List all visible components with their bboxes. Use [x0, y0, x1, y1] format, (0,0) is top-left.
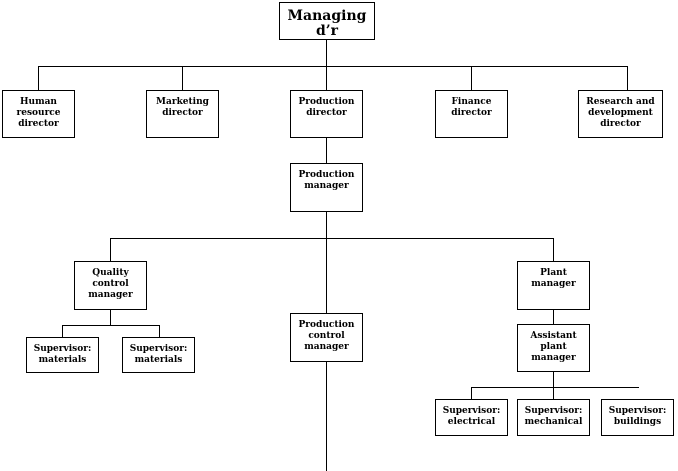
quality-control-manager-box: Quality control manager — [74, 261, 147, 310]
connector — [62, 325, 160, 326]
connector — [553, 310, 554, 324]
managing-director-box: Managing d’r — [279, 2, 375, 40]
research-development-director-box: Research and development director — [578, 90, 663, 138]
supervisor-materials-label: Supervisor: materials — [129, 344, 188, 365]
human-resource-director-box: Human resource director — [2, 90, 75, 138]
production-director-box: Production director — [290, 90, 363, 138]
connector — [38, 66, 628, 67]
supervisor-buildings-label: Supervisor: buildings — [608, 406, 667, 427]
production-manager-box: Production manager — [290, 163, 363, 212]
connector — [471, 387, 639, 388]
managing-director-label: Managing d’r — [287, 8, 367, 39]
supervisor-materials-box: Supervisor: materials — [122, 337, 195, 373]
finance-director-box: Finance director — [435, 90, 508, 138]
supervisor-mechanical-box: Supervisor: mechanical — [517, 399, 590, 436]
connector — [110, 238, 111, 261]
finance-director-label: Finance director — [451, 97, 492, 118]
connector — [471, 387, 472, 399]
supervisor-materials-label: Supervisor: materials — [33, 344, 92, 365]
supervisor-buildings-box: Supervisor: buildings — [601, 399, 674, 436]
connector — [471, 66, 472, 90]
supervisor-electrical-box: Supervisor: electrical — [435, 399, 508, 436]
marketing-director-label: Marketing director — [156, 97, 209, 118]
assistant-plant-manager-box: Assistant plant manager — [517, 324, 590, 372]
connector — [326, 138, 327, 163]
supervisor-mechanical-label: Supervisor: mechanical — [524, 406, 583, 427]
connector — [159, 325, 160, 337]
supervisor-materials-box: Supervisor: materials — [26, 337, 99, 373]
human-resource-director-label: Human resource director — [16, 97, 61, 129]
quality-control-manager-label: Quality control manager — [88, 268, 133, 300]
production-control-manager-box: Production control manager — [290, 313, 363, 362]
connector — [553, 372, 554, 387]
connector — [326, 40, 327, 66]
connector — [110, 238, 553, 239]
connector — [627, 66, 628, 90]
connector — [62, 325, 63, 337]
production-director-label: Production director — [298, 97, 355, 118]
connector — [182, 66, 183, 90]
connector — [110, 310, 111, 325]
marketing-director-box: Marketing director — [146, 90, 219, 138]
assistant-plant-manager-label: Assistant plant manager — [530, 331, 577, 363]
connector — [553, 238, 554, 261]
plant-manager-label: Plant manager — [531, 268, 576, 289]
connector — [553, 387, 554, 399]
production-control-manager-label: Production control manager — [298, 320, 355, 352]
connector — [38, 66, 39, 90]
supervisor-electrical-label: Supervisor: electrical — [442, 406, 501, 427]
plant-manager-box: Plant manager — [517, 261, 590, 310]
production-manager-label: Production manager — [298, 170, 355, 191]
research-development-director-label: Research and development director — [586, 97, 655, 129]
connector — [326, 66, 327, 90]
